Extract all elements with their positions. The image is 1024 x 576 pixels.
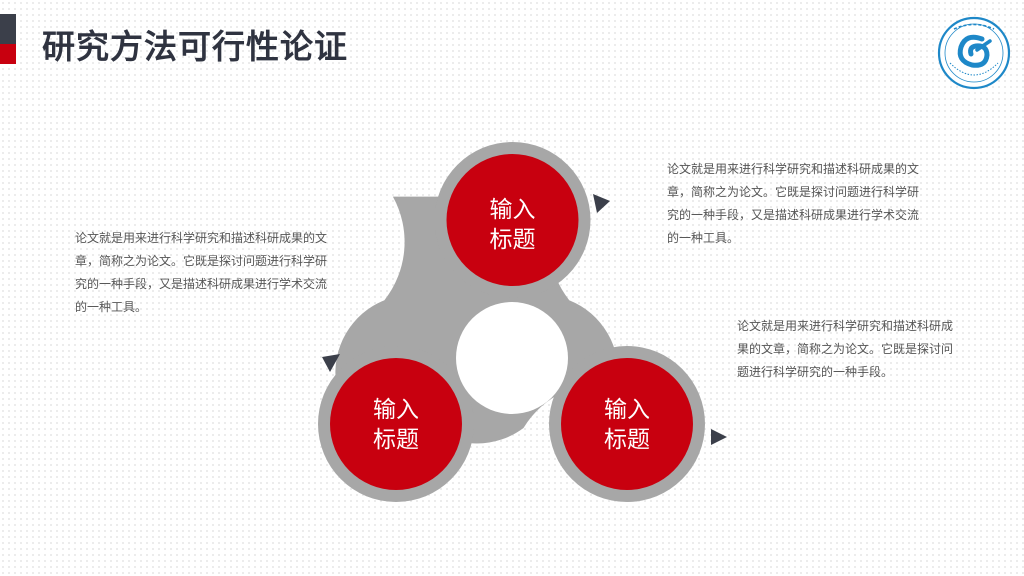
top-node[interactable] <box>446 154 579 286</box>
right-node-label-line1: 输入 <box>604 397 650 423</box>
top-node-label-line1: 输入 <box>490 197 536 223</box>
triangle-pointer-icon-right <box>711 429 727 445</box>
triangle-pointer-icon-left <box>322 354 340 372</box>
triangle-pointer-icon-top <box>593 194 610 213</box>
left-node[interactable] <box>330 358 462 490</box>
university-logo-icon <box>937 16 1011 90</box>
description-right: 论文就是用来进行科学研究和描述科研成果的文章，简称之为论文。它既是探讨问题进行科… <box>737 319 954 379</box>
left-node-label-line1: 输入 <box>373 397 419 423</box>
page-title: 研究方法可行性论证 <box>42 27 348 66</box>
center-hole <box>456 302 568 414</box>
description-top-right: 论文就是用来进行科学研究和描述科研成果的文章，简称之为论文。它既是探讨问题进行科… <box>667 162 920 245</box>
title-accent-bar-dark <box>0 14 16 44</box>
top-node-label-line2: 标题 <box>490 227 536 253</box>
right-node-label-line2: 标题 <box>604 427 650 453</box>
right-node[interactable] <box>561 358 693 490</box>
left-node-label-line2: 标题 <box>373 427 419 453</box>
description-left: 论文就是用来进行科学研究和描述科研成果的文章，简称之为论文。它既是探讨问题进行科… <box>75 231 328 314</box>
title-accent-bar-red <box>0 44 16 64</box>
